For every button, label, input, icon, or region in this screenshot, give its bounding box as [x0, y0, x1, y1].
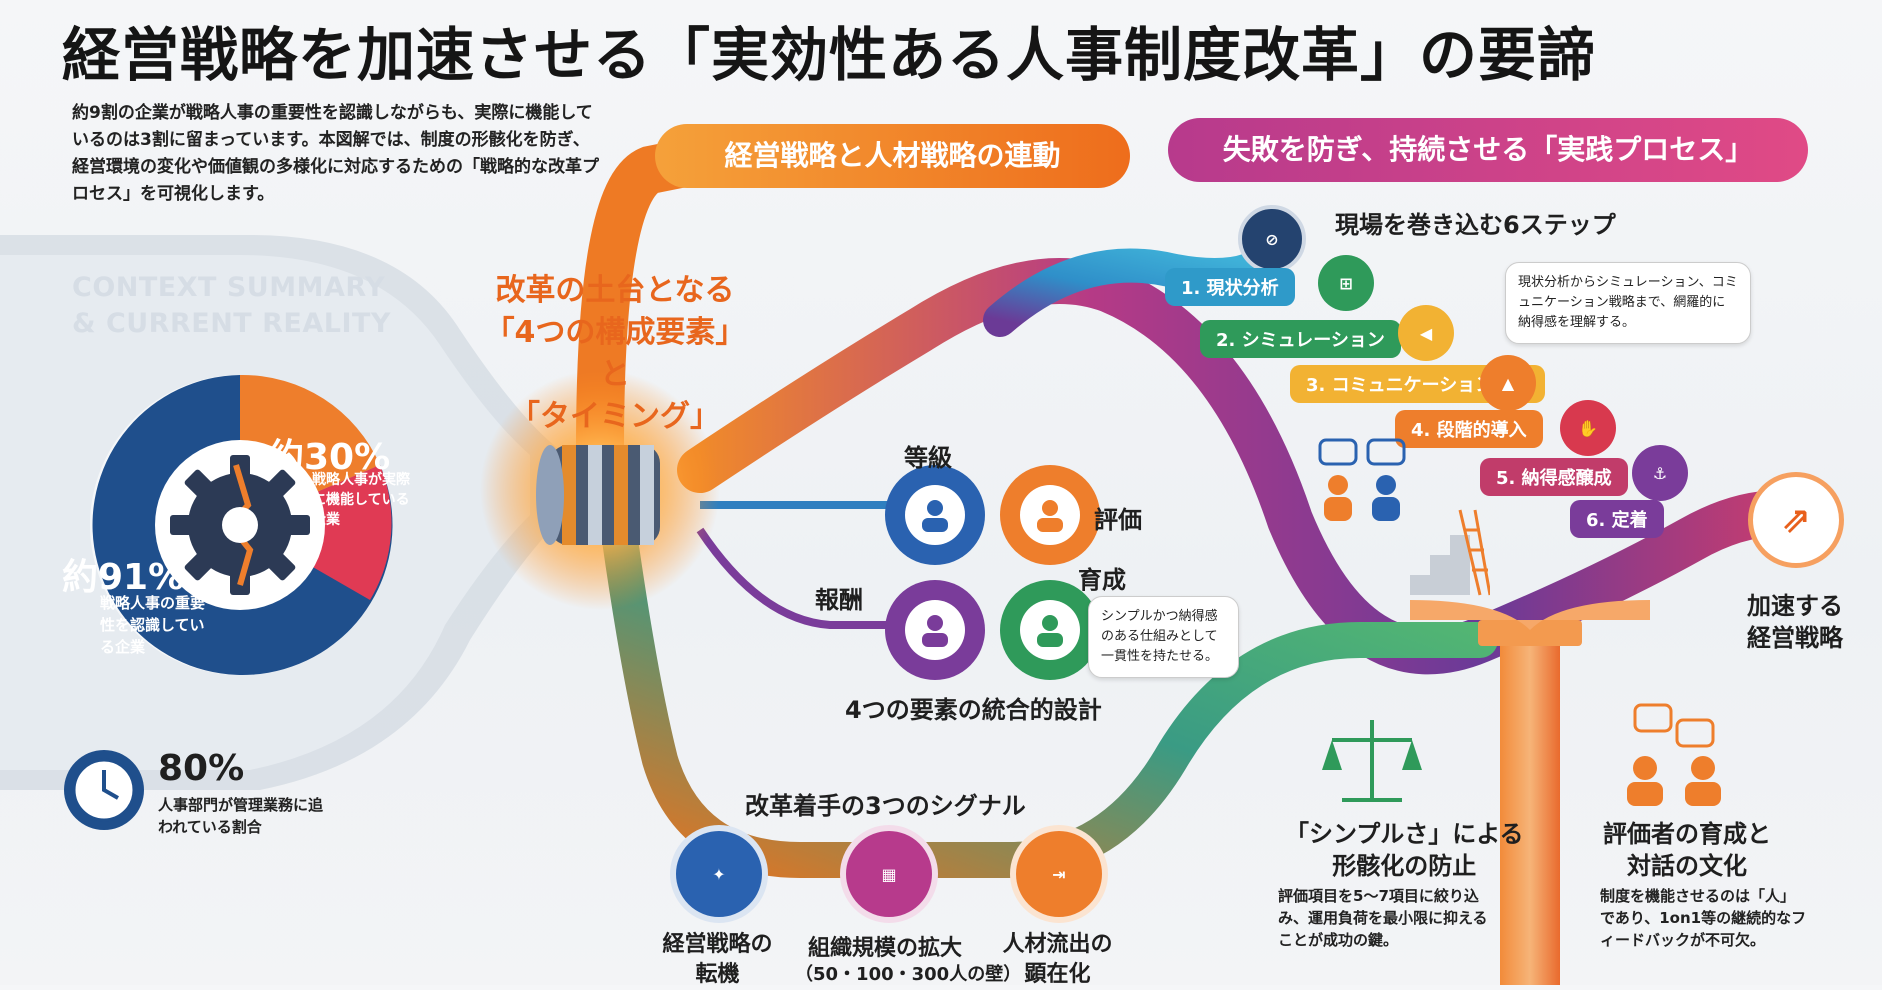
accelerate-label: 加速する 経営戦略: [1740, 590, 1850, 654]
stat-91-value: 約91%: [62, 557, 185, 598]
evaluator-title-1: 評価者の育成と: [1603, 820, 1771, 848]
signal-3-label: 人材流出の顕在化: [1002, 932, 1113, 987]
accelerate-line-2: 経営戦略: [1747, 624, 1843, 652]
context-label-line-1: CONTEXT SUMMARY: [72, 272, 386, 303]
building-icon: ▦: [840, 825, 938, 923]
step-5: 5. 納得感醸成: [1480, 458, 1628, 496]
simplicity-title-2: 形骸化の防止: [1332, 852, 1477, 880]
step-1: 1. 現状分析: [1165, 268, 1295, 306]
element-bubble: シンプルかつ納得感のある仕組みとして一貫性を持たせる。: [1088, 596, 1239, 678]
simplicity-desc: 評価項目を5〜7項目に絞り込み、運用負荷を最小限に抑えることが成功の鍵。: [1278, 887, 1488, 949]
element-integration-label: 4つの要素の統合的設計: [845, 696, 1102, 724]
page-title: 経営戦略を加速させる「実効性ある人事制度改革」の要諦: [62, 21, 1597, 89]
simplicity-title-1: 「シンプルさ」による: [1285, 820, 1524, 848]
exit-door-icon: ⇥: [1010, 825, 1108, 923]
handshake-icon: ✋: [1560, 400, 1616, 456]
simplicity-title: 「シンプルさ」による 形骸化の防止: [1285, 818, 1524, 882]
stat-80-value: 80%: [158, 748, 245, 789]
compass-icon: ✦: [670, 825, 768, 923]
growth-chart-icon: ▲: [1480, 355, 1536, 411]
element-grade-label: 等級: [904, 444, 952, 472]
context-summary-label: CONTEXT SUMMARY & CURRENT REALITY: [72, 270, 391, 342]
foundation-line-3: 「タイミング」: [510, 399, 720, 434]
dialogue-icon: [1627, 703, 1721, 806]
signal-2-label: 組織規模の拡大: [808, 936, 963, 961]
megaphone-icon: ◀: [1398, 305, 1454, 361]
foundation-line-2: 「4つの構成要素」と: [484, 315, 746, 392]
gears-cluster: [885, 465, 1100, 680]
evaluator-title: 評価者の育成と 対話の文化: [1603, 818, 1771, 882]
element-evaluation-label: 評価: [1094, 506, 1142, 534]
gear-grade-icon: [885, 465, 985, 565]
evaluator-desc: 制度を機能させるのは「人」であり、1on1等の継続的なフィードバックが不可欠。: [1600, 887, 1807, 949]
stat-91-desc: 戦略人事の重要性を認識している企業: [100, 594, 206, 656]
team-growth-icon: ⇗: [1748, 472, 1844, 568]
connector-icon: [536, 445, 660, 545]
scale-icon: [1322, 720, 1422, 802]
step-6: 6. 定着: [1570, 500, 1664, 538]
stat-80-desc: 人事部門が管理業務に追われている割合: [158, 796, 324, 836]
stats-donut: [90, 374, 393, 675]
step-2: 2. シミュレーション: [1200, 320, 1401, 358]
broken-gear-icon: [170, 455, 310, 595]
context-label-line-2: & CURRENT REALITY: [72, 308, 391, 339]
steps-title: 現場を巻き込む6ステップ: [1335, 211, 1616, 239]
signals-title: 改革着手の3つのシグナル: [745, 792, 1026, 820]
accelerate-line-1: 加速する: [1747, 592, 1843, 620]
element-reward-label: 報酬: [815, 586, 863, 614]
stat-30-value: 約30%: [268, 437, 391, 478]
gear-development-icon: [1000, 580, 1100, 680]
clock-icon: [64, 750, 144, 830]
pill-strategy-link: 経営戦略と人材戦略の連動: [655, 124, 1130, 188]
foundation-line-1: 改革の土台となる: [495, 273, 735, 308]
foundation-text: 改革の土台となる 「4つの構成要素」と 「タイミング」: [480, 270, 750, 438]
anchor-icon: ⚓: [1632, 445, 1688, 501]
element-development-label: 育成: [1078, 566, 1126, 594]
ladder-icon: [1390, 509, 1490, 596]
compass-step-icon: ⊘: [1238, 205, 1306, 273]
step-4: 4. 段階的導入: [1395, 410, 1543, 448]
gear-evaluation-icon: [1000, 465, 1100, 565]
flowchart-icon: ⊞: [1318, 255, 1374, 311]
signal-2-sub-label: （50・100・300人の壁）: [795, 964, 1022, 985]
evaluator-title-2: 対話の文化: [1627, 852, 1747, 880]
gear-reward-icon: [885, 580, 985, 680]
people-chat-icon: [1318, 438, 1406, 521]
intro-text: 約9割の企業が戦略人事の重要性を認識しながらも、実際に機能しているのは3割に留ま…: [72, 103, 599, 204]
pill-practice-process: 失敗を防ぎ、持続させる「実践プロセス」: [1168, 118, 1808, 182]
signal-1-label: 経営戦略の転機: [662, 932, 773, 987]
steps-bubble: 現状分析からシミュレーション、コミュニケーション戦略まで、網羅的に納得感を理解す…: [1505, 262, 1751, 344]
stat-30-desc: 戦略人事が実際に機能している企業: [312, 472, 410, 528]
